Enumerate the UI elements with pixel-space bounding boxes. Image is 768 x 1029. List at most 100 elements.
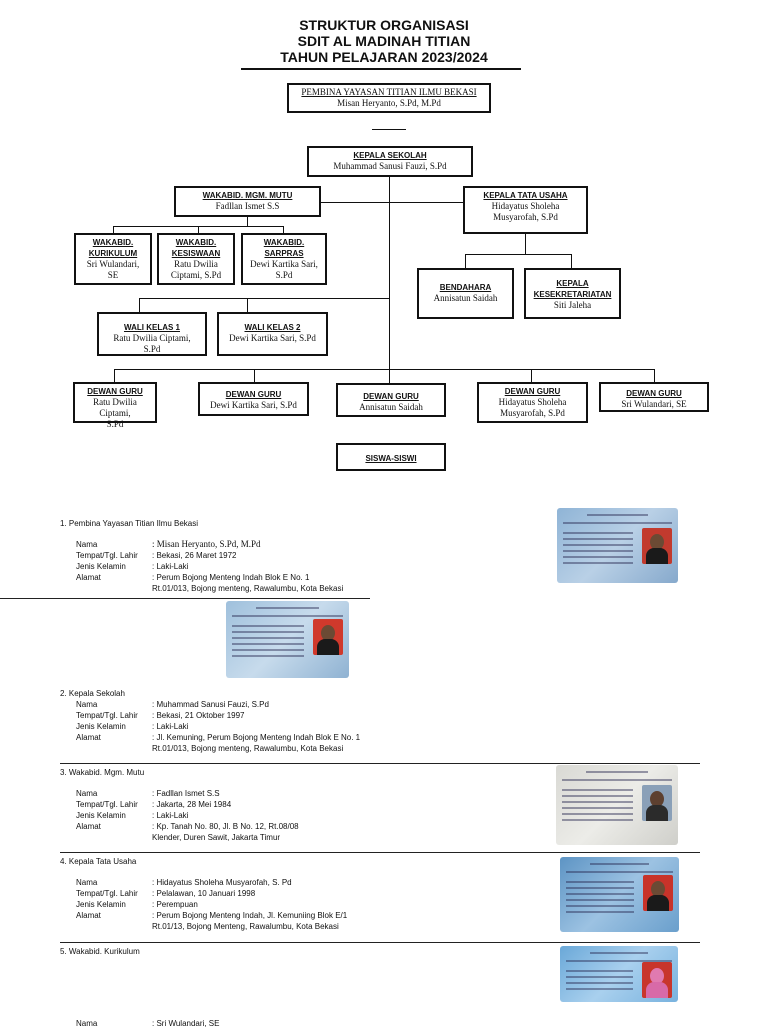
guru3-name: Annisatun Saidah <box>359 402 423 412</box>
pembina-title: PEMBINA YAYASAN TITIAN ILMU BEKASI <box>301 87 477 97</box>
line-bendahara-drop <box>465 254 466 268</box>
value-jk: : Laki-Laki <box>152 811 189 820</box>
separator-3 <box>60 852 700 853</box>
line-level2 <box>247 202 530 203</box>
entry-2-heading: 2. Kepala Sekolah <box>60 689 125 698</box>
value-nama: : Muhammad Sanusi Fauzi, S.Pd <box>152 700 269 709</box>
box-wakabid-mutu: WAKABID. MGM. MUTU Fadllan Ismet S.S <box>174 186 321 217</box>
box-dewan-guru-2: DEWAN GURU Dewi Kartika Sari, S.Pd <box>198 382 309 416</box>
entry-4-heading: 4. Kepala Tata Usaha <box>60 857 137 866</box>
value-alamat-1: : Perum Bojong Menteng Indah, Jl. Kemuni… <box>152 911 348 920</box>
id-card-image-2 <box>226 601 349 678</box>
label-jk: Jenis Kelamin <box>76 562 126 571</box>
line-wakabid-stem <box>247 217 248 226</box>
value-ttl: : Jakarta, 28 Mei 1984 <box>152 800 232 809</box>
bendahara-name: Annisatun Saidah <box>433 293 498 303</box>
box-bendahara: BENDAHARA Annisatun Saidah <box>417 268 514 319</box>
kurikulum-title1: WAKABID. <box>92 238 134 247</box>
bendahara-title: BENDAHARA <box>439 283 492 292</box>
doc-title-line2: SDIT AL MADINAH TITIAN <box>297 33 471 49</box>
value-nama: : Fadllan Ismet S.S <box>152 789 220 798</box>
sarpras-name1: Dewi Kartika Sari, <box>250 259 318 269</box>
entry-5: 5. Wakabid. Kurikulum <box>60 946 480 960</box>
line-tu-sub <box>465 254 572 255</box>
value-jk: : Laki-Laki <box>152 722 189 731</box>
label-alamat: Alamat <box>76 911 101 920</box>
divider-short <box>372 129 406 130</box>
label-nama: Nama <box>76 878 98 887</box>
kepsek-name: Muhammad Sanusi Fauzi, S.Pd <box>333 161 447 171</box>
guru2-title: DEWAN GURU <box>225 390 282 399</box>
box-wakabid-sarpras: WAKABID. SARPRAS Dewi Kartika Sari, S.Pd <box>241 233 327 285</box>
id-card-image-1 <box>557 508 678 583</box>
box-wali-kelas-2: WALI KELAS 2 Dewi Kartika Sari, S.Pd <box>217 312 328 356</box>
line-guru5-drop <box>654 369 655 382</box>
separator-1 <box>0 598 370 599</box>
box-kepala-sekolah: KEPALA SEKOLAH Muhammad Sanusi Fauzi, S.… <box>307 146 473 177</box>
line-tu-stem <box>525 234 526 254</box>
value-alamat-1: : Jl. Kemuning, Perum Bojong Menteng Ind… <box>152 733 361 742</box>
kesiswaan-title1: WAKABID. <box>175 238 217 247</box>
walikelas1-title: WALI KELAS 1 <box>123 323 180 332</box>
line-walikelas <box>139 298 390 299</box>
box-dewan-guru-3: DEWAN GURU Annisatun Saidah <box>336 383 446 417</box>
value-jk: : Laki-Laki <box>152 562 189 571</box>
kurikulum-name2: SE <box>107 270 119 280</box>
line-walikelas2-drop <box>247 298 248 312</box>
walikelas1-name1: Ratu Dwilia Ciptami, <box>113 333 191 343</box>
id-card-image-3 <box>556 765 678 845</box>
id-card-image-5 <box>560 946 678 1002</box>
separator-2 <box>60 763 700 764</box>
label-nama: Nama <box>76 540 98 549</box>
sarpras-name2: S.Pd <box>275 270 293 280</box>
box-kepala-kesekretariatan: KEPALA KESEKRETARIATAN Siti Jaleha <box>524 268 621 319</box>
label-ttl: Tempat/Tgl. Lahir <box>76 551 138 560</box>
guru3-title: DEWAN GURU <box>363 392 419 401</box>
label-alamat: Alamat <box>76 733 101 742</box>
doc-title-line3: TAHUN PELAJARAN 2023/2024 <box>280 49 488 65</box>
kurikulum-name1: Sri Wulandari, <box>86 259 140 269</box>
line-kurikulum-drop <box>113 226 114 233</box>
box-wakabid-kurikulum: WAKABID. KURIKULUM Sri Wulandari, SE <box>74 233 152 285</box>
sarpras-title2: SARPRAS <box>264 249 304 258</box>
line-sekretariat-drop <box>571 254 572 268</box>
kesiswaan-name1: Ratu Dwilia <box>174 259 218 269</box>
value-alamat-2: Klender, Duren Sawit, Jakarta Timur <box>152 833 281 842</box>
line-dewan-guru <box>114 369 655 370</box>
value-alamat-2: Rt.01/013, Bojong menteng, Rawalumbu, Ko… <box>152 744 344 753</box>
kesekretariatan-title2: KESEKRETARIATAN <box>533 290 612 299</box>
wakamutu-title: WAKABID. MGM. MUTU <box>202 191 293 200</box>
tatausaha-title: KEPALA TATA USAHA <box>483 191 568 200</box>
value-ttl: : Bekasi, 21 Oktober 1997 <box>152 711 245 720</box>
line-sarpras-drop <box>283 226 284 233</box>
line-guru1-drop <box>114 369 115 382</box>
label-nama: Nama <box>76 789 98 798</box>
guru1-name1: Ratu Dwilia Ciptami, <box>93 397 137 418</box>
guru4-title: DEWAN GURU <box>504 387 561 396</box>
value-jk: : Perempuan <box>152 900 198 909</box>
walikelas2-title: WALI KELAS 2 <box>244 323 301 332</box>
value-ttl: : Pelalawan, 10 Januari 1998 <box>152 889 256 898</box>
label-ttl: Tempat/Tgl. Lahir <box>76 889 138 898</box>
box-kepala-tata-usaha: KEPALA TATA USAHA Hidayatus Sholeha Musy… <box>463 186 588 234</box>
walikelas1-name2: S.Pd <box>143 344 161 354</box>
kesekretariatan-name: Siti Jaleha <box>553 300 592 310</box>
kurikulum-title2: KURIKULUM <box>88 249 138 258</box>
label-jk: Jenis Kelamin <box>76 722 126 731</box>
guru5-name: Sri Wulandari, SE <box>621 399 687 409</box>
line-kesiswaan-drop <box>198 226 199 233</box>
guru1-title: DEWAN GURU <box>87 387 143 396</box>
box-dewan-guru-1: DEWAN GURU Ratu Dwilia Ciptami, S.Pd <box>73 382 157 429</box>
label-ttl: Tempat/Tgl. Lahir <box>76 711 138 720</box>
box-dewan-guru-4: DEWAN GURU Hidayatus Sholeha Musyarofah,… <box>477 382 588 423</box>
doc-title-line1: STRUKTUR ORGANISASI <box>299 17 469 33</box>
value-alamat-1: : Kp. Tanah No. 80, Jl. B No. 12, Rt.08/… <box>152 822 299 831</box>
kesekretariatan-title1: KEPALA <box>556 279 589 288</box>
label-alamat: Alamat <box>76 573 101 582</box>
entry-1-heading: 1. Pembina Yayasan Titian Ilmu Bekasi <box>60 519 198 528</box>
label-jk: Jenis Kelamin <box>76 811 126 820</box>
sarpras-title1: WAKABID. <box>263 238 305 247</box>
box-wali-kelas-1: WALI KELAS 1 Ratu Dwilia Ciptami, S.Pd <box>97 312 207 356</box>
tatausaha-name2: Musyarofah, S.Pd <box>493 212 558 222</box>
id-card-image-4 <box>560 857 679 932</box>
